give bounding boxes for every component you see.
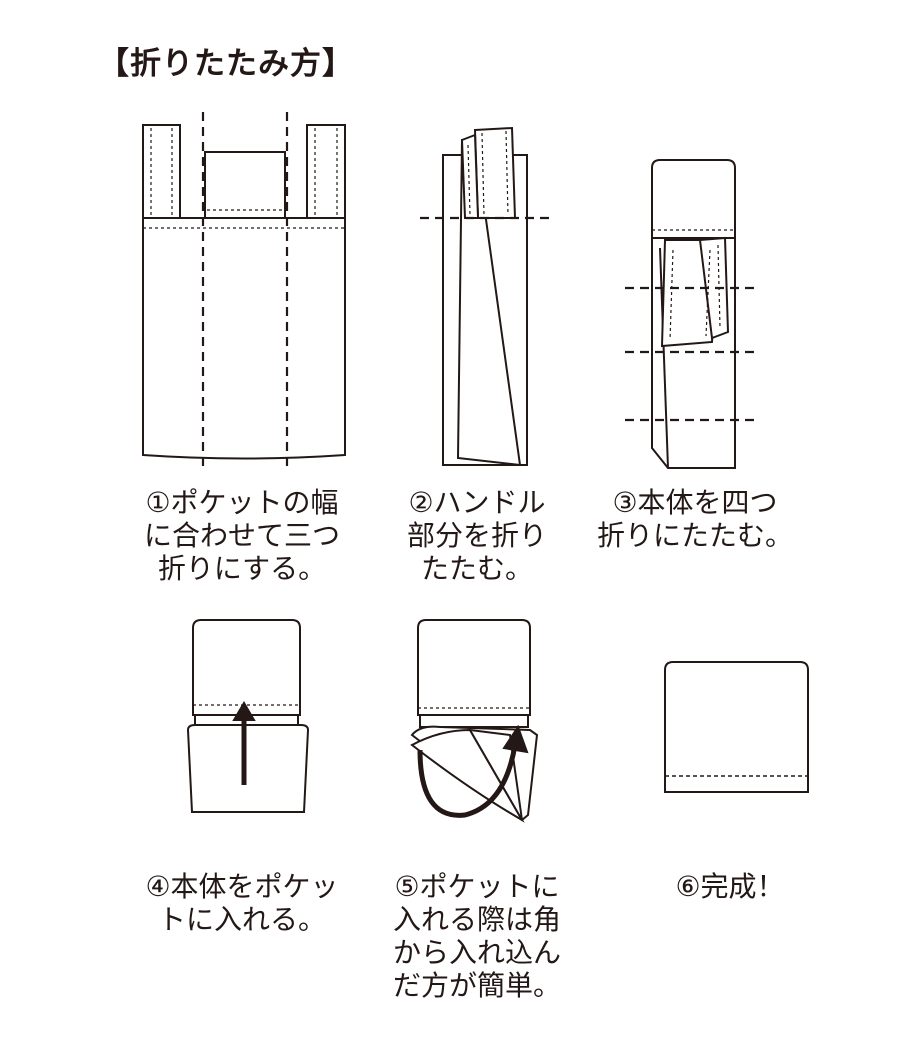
step1-caption: ①ポケットの幅 に合わせて三つ 折りにする。 [143, 486, 340, 585]
step2-caption: ②ハンドル 部分を折り たたむ。 [406, 486, 547, 585]
step6-folded-bag [664, 661, 809, 793]
step6-caption: ⑥完成！ [675, 870, 785, 903]
step4-caption: ④本体をポケッ トに入れる。 [145, 870, 339, 936]
step3-bag-diagram [625, 159, 760, 469]
step4-bag-diagram [186, 619, 310, 813]
insert-arrow-icon [232, 701, 256, 785]
step3-caption: ③本体を四つ 折りにたたむ。 [596, 486, 793, 552]
step2-bag-diagram [420, 126, 550, 467]
fold-lines [201, 112, 289, 472]
step5-bag-diagram [410, 619, 539, 823]
step1-bag-diagram [142, 112, 346, 472]
step5-caption: ⑤ポケットに 入れる際は角 から入れ込ん だ方が簡単。 [392, 870, 561, 1002]
curved-arrow-icon [417, 724, 529, 818]
page-title: 【折りたたみ方】 [98, 46, 354, 82]
